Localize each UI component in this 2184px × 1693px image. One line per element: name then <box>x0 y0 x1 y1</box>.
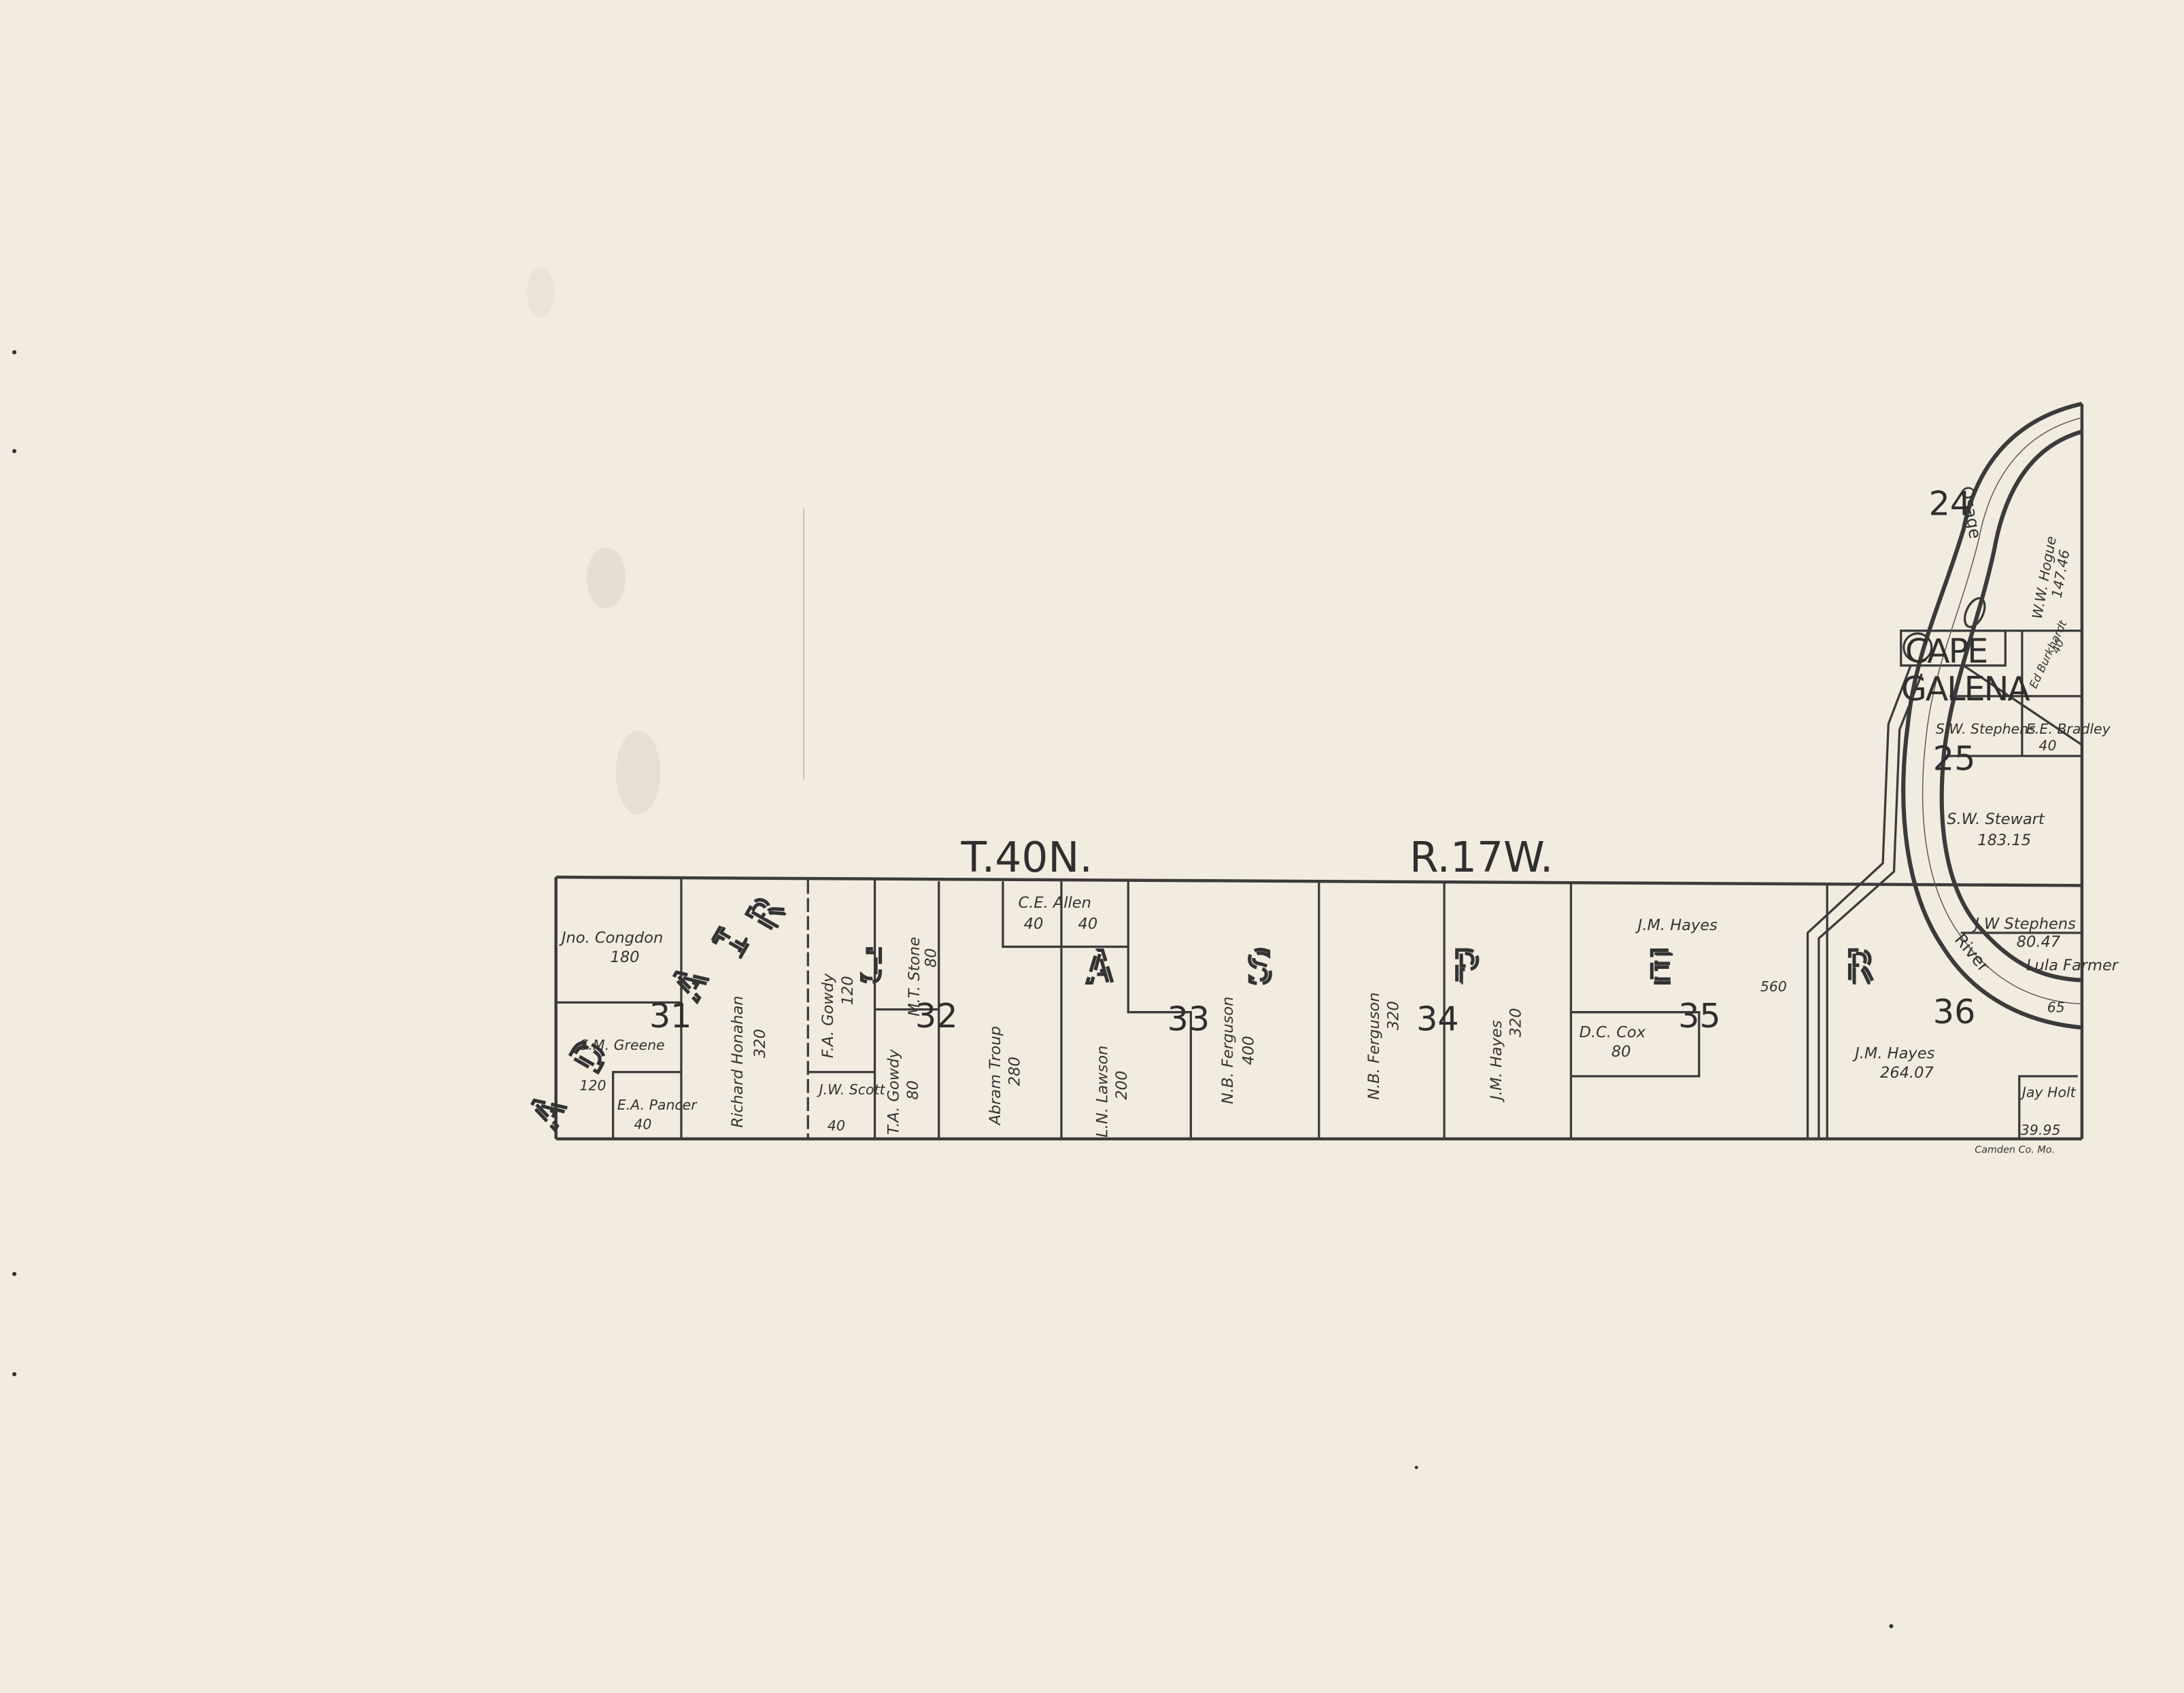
parcel-acres: 40 <box>1024 915 1044 933</box>
osage-river <box>1901 401 2083 1030</box>
section-number: 34 <box>1416 999 1459 1038</box>
town-name-line2: GALENA <box>1901 669 2031 708</box>
parcel-owner: N.B. Ferguson <box>1365 993 1383 1100</box>
parcel-owner: D.C. Cox <box>1580 1024 1646 1042</box>
parcel-owner: M.T. Stone <box>906 937 923 1016</box>
parcel-owner: F.A. Gowdy <box>819 973 837 1058</box>
svg-text:E: E <box>1648 942 1674 994</box>
parcel-acres: 320 <box>751 1029 769 1058</box>
svg-text:R: R <box>738 889 796 938</box>
parcel-acres: 200 <box>1113 1071 1131 1100</box>
paper-stain <box>526 267 555 318</box>
parcel-acres: 40 <box>2038 738 2056 754</box>
parcel-acres: 180 <box>610 948 639 966</box>
parcel-owner: S.W. Stewart <box>1947 810 2045 828</box>
parcel-owner: Jay Holt <box>2019 1084 2077 1101</box>
parcel-owner: T.A. Gowdy <box>885 1049 902 1135</box>
svg-text:S: S <box>1246 942 1273 994</box>
parcel-acres: 280 <box>1006 1057 1024 1086</box>
parcel-acres: 80.47 <box>2017 933 2061 951</box>
parcel-acres: 320 <box>1384 1001 1402 1030</box>
paper-stain <box>615 731 661 815</box>
section-number: 36 <box>1933 992 1976 1031</box>
svg-text:R: R <box>1847 942 1874 994</box>
svg-text:J: J <box>859 941 886 993</box>
parcel-acres: 39.95 <box>2021 1122 2061 1138</box>
township-label: T.40N. <box>961 834 1093 882</box>
margin-marks <box>12 349 1894 1628</box>
paper-stain <box>586 547 626 609</box>
section-number: 33 <box>1167 999 1210 1038</box>
parcel-owner: J.W. Scott <box>817 1081 886 1097</box>
parcel-acres: 65 <box>2047 999 2065 1016</box>
parcel-acres: 400 <box>1240 1036 1258 1065</box>
town-name-line1: CAPE <box>1905 632 1987 671</box>
parcel-acres: 320 <box>1507 1008 1525 1038</box>
parcel-acres: 560 <box>1760 978 1787 995</box>
parcel-acres: 80 <box>904 1080 922 1100</box>
parcel-owner: Ed Burkhardt <box>2027 618 2070 690</box>
parcel-owner: J.W Stephens <box>1972 915 2076 933</box>
section-number: 25 <box>1933 738 1976 778</box>
parcel-owner: Richard Honahan <box>729 995 747 1127</box>
parcel-acres: 183.15 <box>1977 832 2031 849</box>
parcel-owner: N.B. Ferguson <box>1219 997 1237 1104</box>
parcel-acres: 40 <box>827 1118 845 1134</box>
svg-text:P: P <box>1452 942 1479 994</box>
parcel-acres: 120 <box>839 976 857 1005</box>
parcel-owner: J.M. Hayes <box>1635 917 1718 934</box>
parcel-acres: 120 <box>579 1077 606 1093</box>
parcel-owner: J.M. Hayes <box>1852 1044 1934 1062</box>
range-label: R.17W. <box>1410 834 1553 882</box>
parcel-labels: Jno. Congdon 180 S.M. Greene 120 E.A. Pa… <box>559 535 2119 1138</box>
parcel-owner: Lula Farmer <box>2026 957 2119 974</box>
section-number: 32 <box>915 996 958 1036</box>
parcel-owner: J.M. Hayes <box>1488 1020 1505 1102</box>
parcel-acres: 80 <box>923 948 940 968</box>
section-grid <box>554 403 2084 1141</box>
parcel-acres: 40 <box>1078 915 1098 933</box>
parcel-owner: C.E. Allen <box>1018 894 1091 912</box>
town-marker-icon <box>1903 632 1933 663</box>
svg-text:A: A <box>1087 942 1113 994</box>
svg-text:A: A <box>519 1087 578 1136</box>
parcel-acres: 264.07 <box>1880 1064 1934 1082</box>
parcel-owner: E.E. Bradley <box>2026 721 2111 737</box>
svg-text:I: I <box>703 917 762 966</box>
parcel-owner: Abram Troup <box>987 1026 1004 1126</box>
parcel-acres: 40 <box>634 1116 651 1133</box>
parcel-owner: E.A. Pancer <box>617 1097 698 1113</box>
parcel-acres: 80 <box>1611 1043 1631 1061</box>
parcel-owner: S.W. Stephens <box>1936 721 2036 737</box>
section-number: 24 <box>1929 484 1972 524</box>
parcel-owner: S.M. Greene <box>579 1037 664 1053</box>
section-number: 35 <box>1678 996 1721 1036</box>
section-number: 31 <box>649 996 692 1036</box>
parcel-owner: L.N. Lawson <box>1094 1046 1112 1138</box>
parcel-owner: Jno. Congdon <box>559 929 663 946</box>
county-note: Camden Co. Mo. <box>1975 1144 2055 1155</box>
